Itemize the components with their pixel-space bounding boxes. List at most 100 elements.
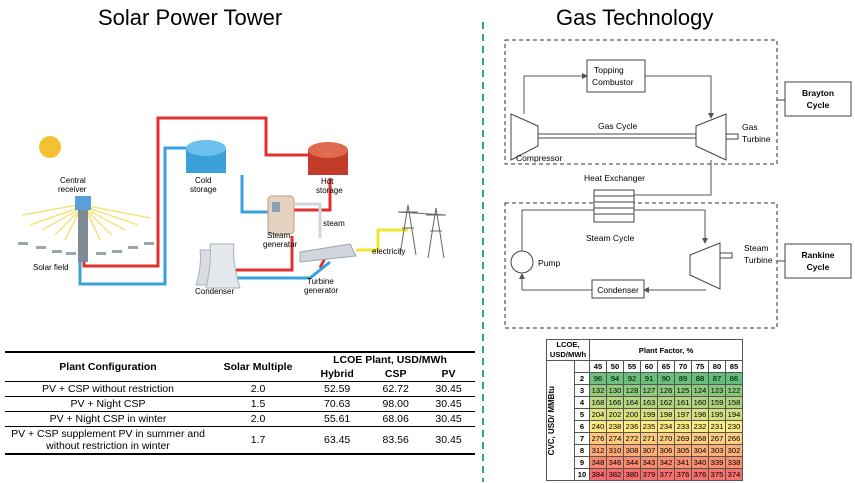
- heatmap-cell: 89: [674, 372, 692, 385]
- svg-text:storage: storage: [316, 186, 343, 195]
- col-hybrid: Hybrid: [305, 367, 370, 382]
- heatmap-col-header: 85: [725, 360, 743, 373]
- heatmap-cell: 306: [657, 444, 675, 457]
- heatmap-cell: 340: [691, 456, 709, 469]
- rankine-cycle-label-box: [784, 243, 852, 279]
- heatmap-cell: 276: [589, 432, 607, 445]
- heatmap-col-header: 45: [589, 360, 607, 373]
- solar-tower-diagram: Central receiver Cold storage Hot storag…: [18, 116, 447, 296]
- table-row: PV + CSP without restriction 2.0 52.59 6…: [5, 382, 475, 397]
- svg-text:Cycle: Cycle: [807, 262, 830, 272]
- heatmap-cell: 231: [708, 420, 726, 433]
- heatmap-cell: 374: [725, 468, 743, 481]
- heatmap-col-title: Plant Factor, %: [589, 339, 743, 361]
- gas-technology-diagram: Topping Combustor Gas Cycle Gas Turbine …: [504, 39, 852, 329]
- heatmap-cell: 162: [657, 396, 675, 409]
- heatmap-row-header: 4: [574, 396, 590, 409]
- heatmap-cell: 91: [640, 372, 658, 385]
- heatmap-cell: 342: [657, 456, 675, 469]
- svg-text:generator: generator: [263, 240, 298, 249]
- heatmap-cell: 160: [691, 396, 709, 409]
- heatmap-cell: 304: [691, 444, 709, 457]
- svg-text:storage: storage: [190, 185, 217, 194]
- heatmap-cell: 266: [725, 432, 743, 445]
- col-plant-configuration: Plant Configuration: [5, 352, 211, 382]
- heatmap-cell: 123: [708, 384, 726, 397]
- central-receiver-tower: [78, 198, 88, 262]
- heatmap-cell: 202: [606, 408, 624, 421]
- steam-turbine: [689, 242, 721, 290]
- heatmap-col-header: 60: [640, 360, 658, 373]
- lcoe-table: Plant Configuration Solar Multiple LCOE …: [5, 351, 475, 455]
- label-gas-turbine: Gas: [742, 122, 758, 132]
- heatmap-cell: 341: [674, 456, 692, 469]
- rankine-box: [504, 202, 778, 329]
- heatmap-row-header: 2: [574, 372, 590, 385]
- steam-generator: [267, 195, 295, 235]
- col-csp: CSP: [369, 367, 423, 382]
- svg-text:Cycle: Cycle: [807, 100, 830, 110]
- lcoe-heatmap-table: LCOE, USD/MWh Plant Factor, % CVC, USD/ …: [546, 339, 743, 481]
- power-pylons: [397, 204, 447, 259]
- section-divider: [482, 22, 484, 482]
- heat-exchanger: [593, 189, 635, 223]
- compressor: [510, 113, 539, 161]
- label-hot-storage: Hot: [321, 177, 334, 186]
- heatmap-cell: 382: [606, 468, 624, 481]
- pump: [510, 250, 534, 274]
- table-row: PV + Night CSP in winter 2.0 55.61 68.06…: [5, 412, 475, 427]
- central-receiver: [75, 196, 91, 210]
- heatmap-cell: 163: [640, 396, 658, 409]
- heatmap-cell: 132: [589, 384, 607, 397]
- heatmap-row-header: 3: [574, 384, 590, 397]
- heatmap-cell: 267: [708, 432, 726, 445]
- heatmap-col-header: 75: [691, 360, 709, 373]
- heatmap-col-header: 70: [674, 360, 692, 373]
- heatmap-row-header: 9: [574, 456, 590, 469]
- heatmap-cell: 271: [640, 432, 658, 445]
- label-electricity: electricity: [372, 247, 405, 256]
- heatmap-cell: 234: [657, 420, 675, 433]
- table-row: PV + CSP supplement PV in summer and wit…: [5, 427, 475, 454]
- col-lcoe-plant: LCOE Plant, USD/MWh: [333, 354, 447, 366]
- heatmap-cell: 195: [708, 408, 726, 421]
- heatmap-cell: 343: [640, 456, 658, 469]
- heatmap-cell: 204: [589, 408, 607, 421]
- electricity-line: [356, 228, 408, 252]
- heatmap-cell: 379: [640, 468, 658, 481]
- label-central-receiver: Central: [60, 176, 86, 185]
- heatmap-cell: 268: [691, 432, 709, 445]
- table-row: PV + Night CSP 1.5 70.63 98.00 30.45: [5, 397, 475, 412]
- heatmap-cell: 159: [708, 396, 726, 409]
- label-steam-turbine: Steam: [744, 243, 769, 253]
- heatmap-cell: 232: [691, 420, 709, 433]
- label-steam: steam: [323, 219, 345, 228]
- label-steam-generator: Steam: [267, 231, 290, 240]
- heatmap-cell: 384: [589, 468, 607, 481]
- heatmap-cell: 197: [674, 408, 692, 421]
- heatmap-row-header: 6: [574, 420, 590, 433]
- turbine-generator: [299, 243, 357, 263]
- heatmap-cell: 96: [589, 372, 607, 385]
- heatmap-row-header: 5: [574, 408, 590, 421]
- label-gas-cycle: Gas Cycle: [598, 121, 637, 131]
- label-rankine: Rankine: [801, 250, 834, 260]
- heatmap-cell: 376: [691, 468, 709, 481]
- heatmap-cell: 88: [691, 372, 709, 385]
- heatmap-cell: 166: [606, 396, 624, 409]
- sun-rays: [21, 204, 151, 241]
- brayton-box: [504, 39, 778, 165]
- label-turbine-generator: Turbine: [307, 277, 334, 286]
- label-topping-combustor: Topping: [594, 65, 624, 75]
- heatmap-cell: 338: [725, 456, 743, 469]
- label-condenser-gas: Condenser: [597, 285, 639, 295]
- svg-text:Combustor: Combustor: [592, 77, 634, 87]
- heatmap-cell: 272: [623, 432, 641, 445]
- heatmap-cell: 305: [674, 444, 692, 457]
- sun-icon: [39, 136, 61, 158]
- heatmap-cell: 199: [640, 408, 658, 421]
